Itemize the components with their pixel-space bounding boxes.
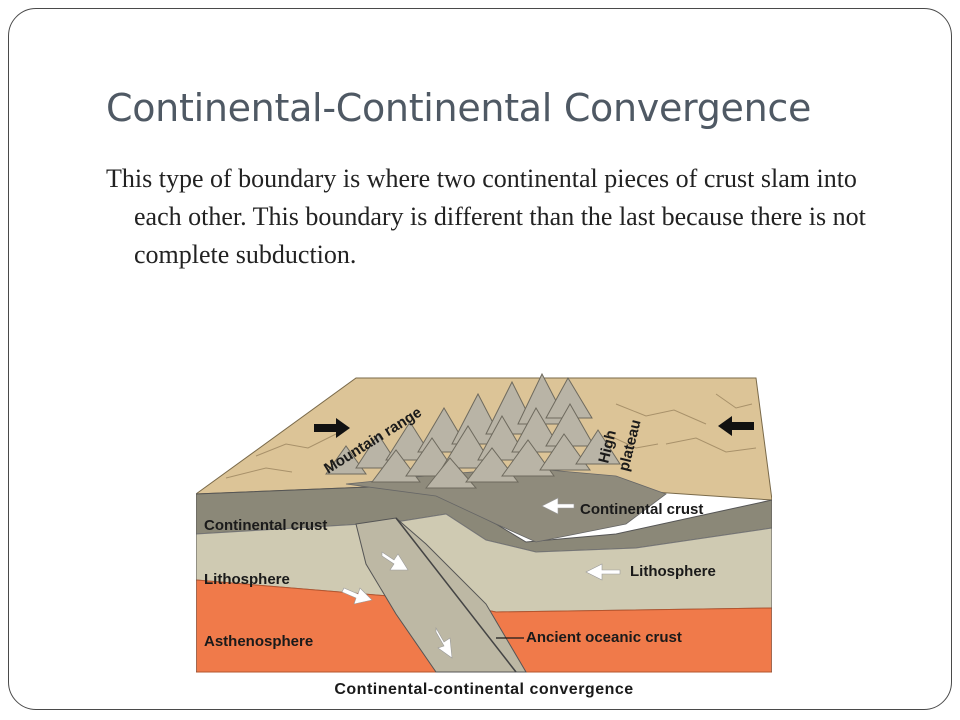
arrow-litho-left-icon [341,587,373,605]
mountain-range [325,372,621,489]
slide-title: Continental-Continental Convergence [106,86,812,130]
arrow-crust-right-icon [541,497,575,515]
label-ancient-oceanic-crust: Ancient oceanic crust [526,629,682,646]
label-right-continental-crust: Continental crust [580,501,703,518]
convergence-diagram: Mountain range High plateau Continental … [196,364,772,704]
arrow-slab-2-icon [435,626,453,659]
surface-cracks [225,393,757,479]
arrow-left-surface-icon [314,418,350,438]
diagram-caption: Continental-continental convergence [334,681,633,698]
label-asthenosphere: Asthenosphere [204,633,313,650]
label-right-lithosphere: Lithosphere [630,563,716,580]
slab-boundary-line [395,517,517,673]
arrow-right-surface-icon [718,416,754,436]
flow-arrows [341,497,621,659]
arrow-slab-1-icon [381,551,409,571]
diagram-svg: Mountain range High plateau Continental … [196,372,772,698]
body-paragraph: This type of boundary is where two conti… [106,164,866,269]
arrow-litho-right-icon [585,563,621,581]
slide-body-text: This type of boundary is where two conti… [106,160,896,274]
label-left-continental-crust: Continental crust [204,517,327,534]
label-left-lithosphere: Lithosphere [204,571,290,588]
